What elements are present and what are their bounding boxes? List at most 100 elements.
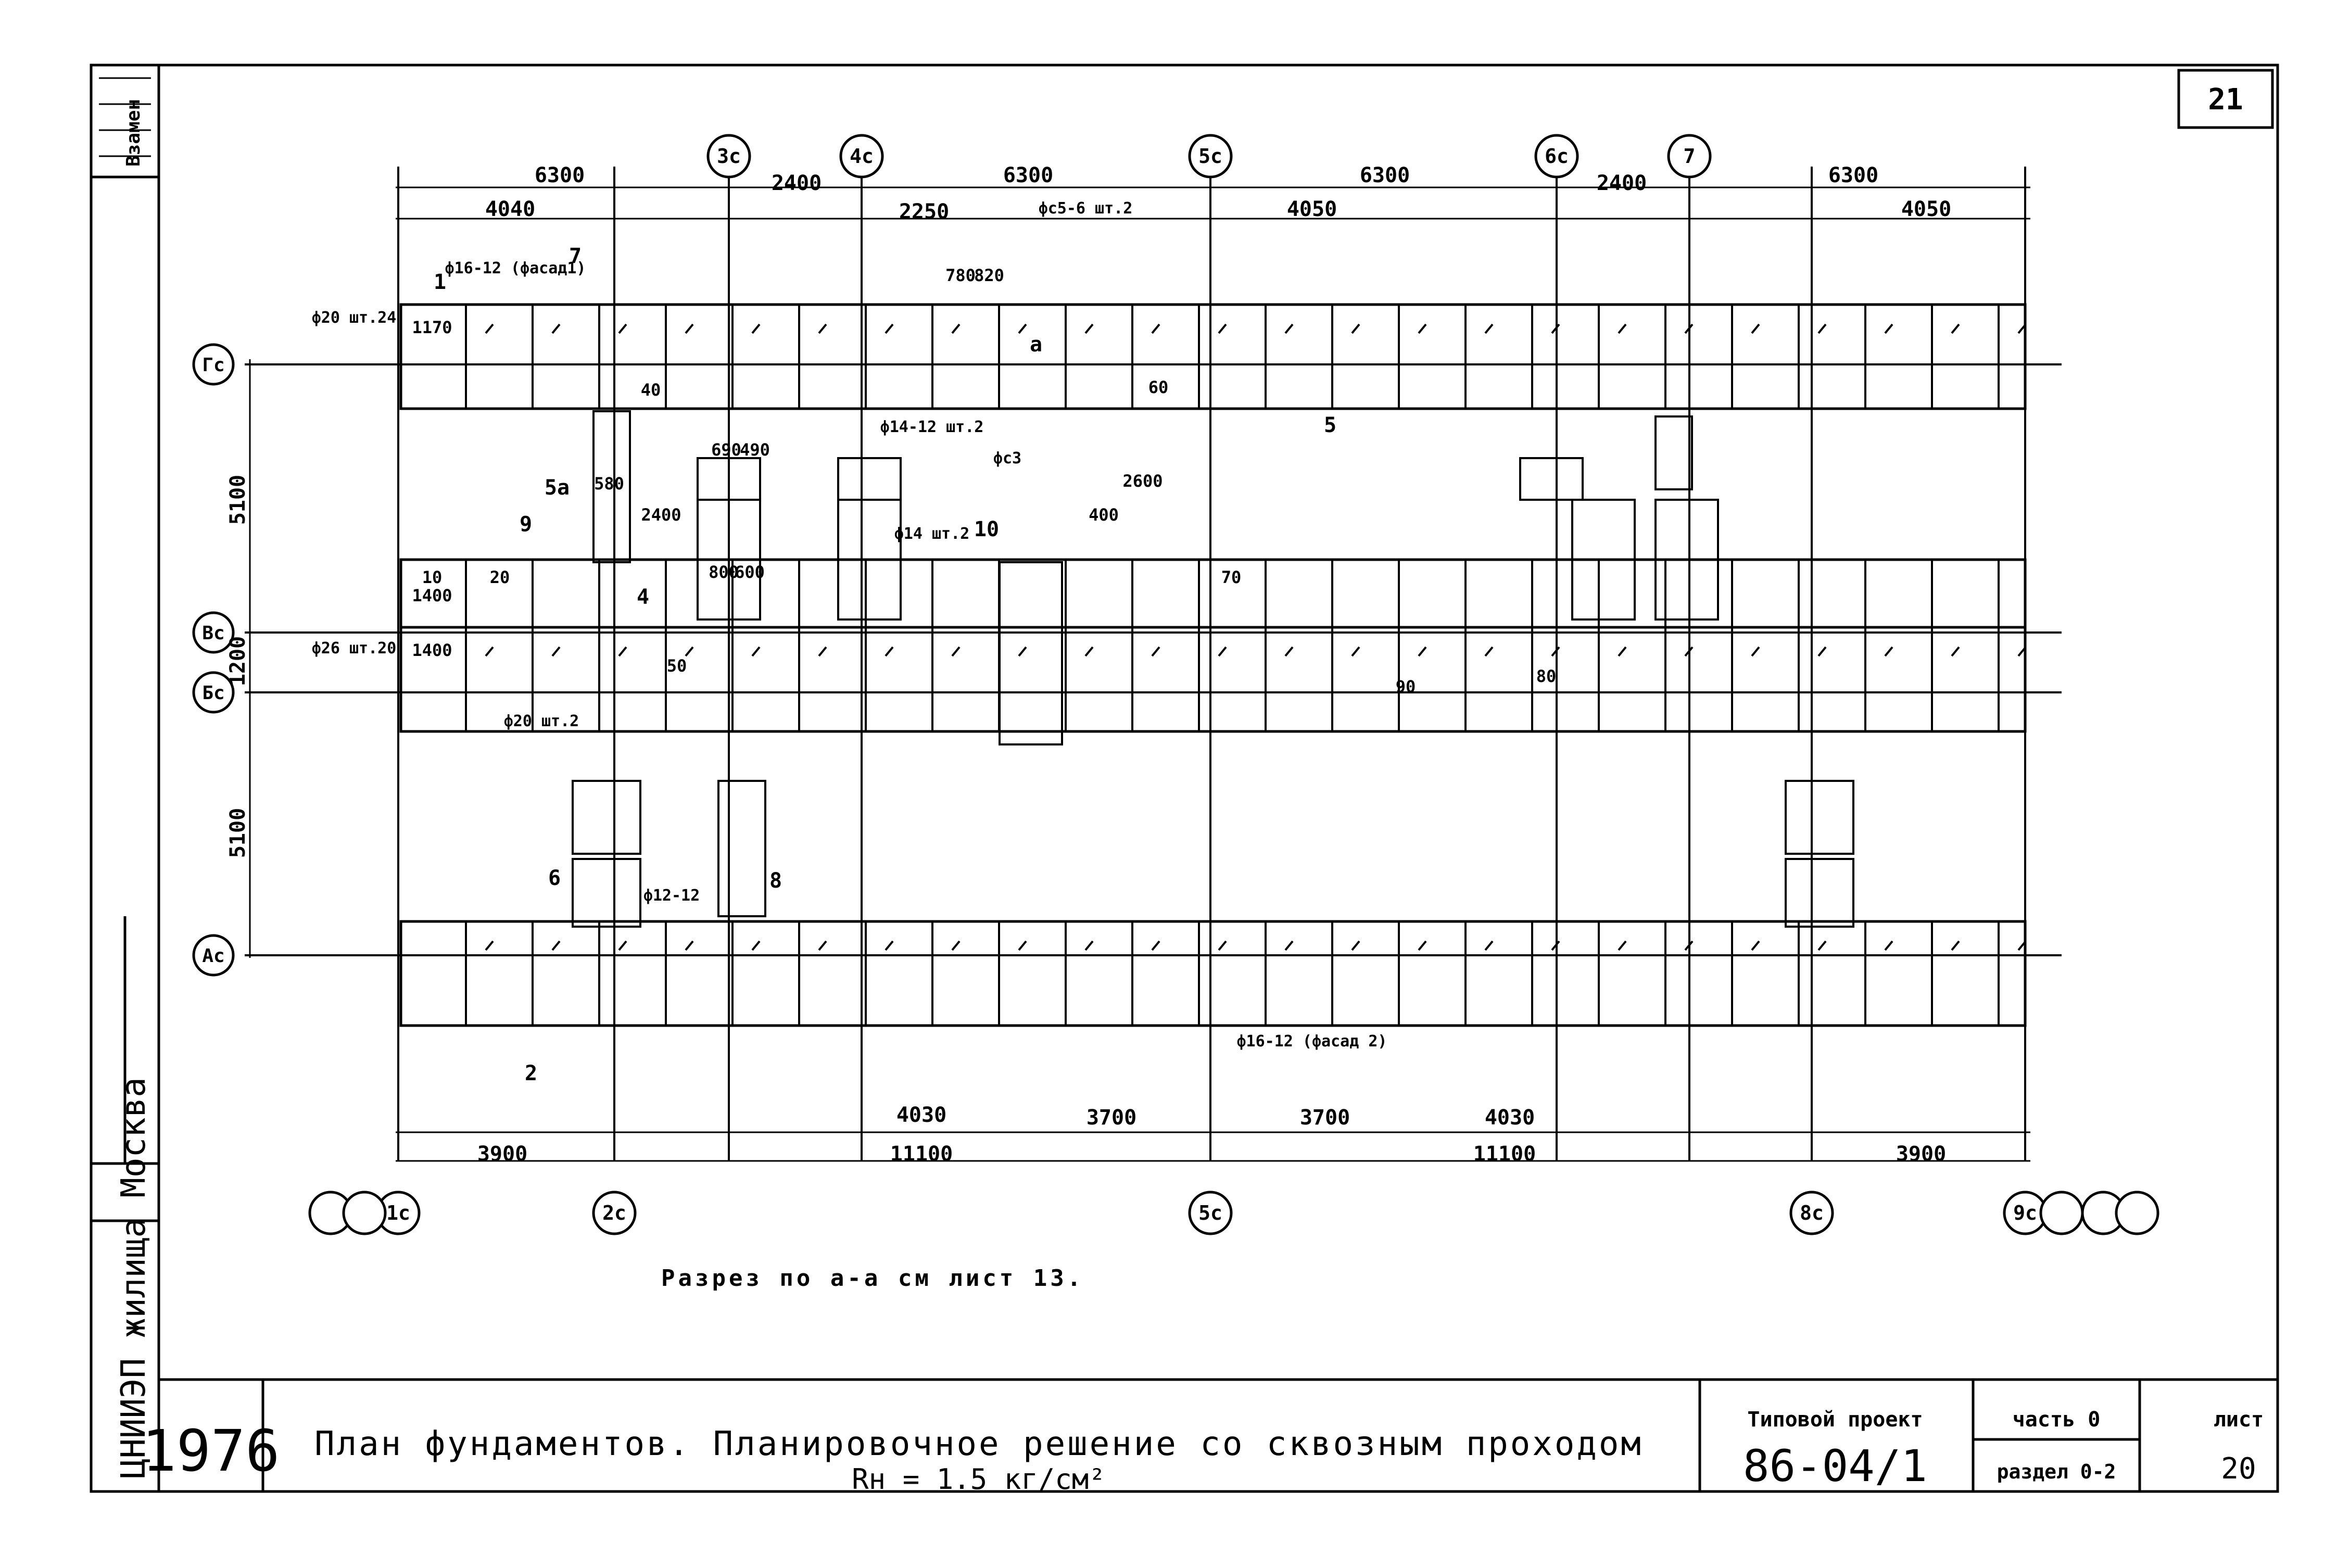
- rebar-label: ф14 шт.2: [894, 525, 970, 543]
- section-label: раздел 0-2: [1997, 1460, 2116, 1483]
- transverse-block: [999, 561, 1063, 745]
- block-tick: [1151, 940, 1160, 951]
- block-tick: [1884, 940, 1893, 951]
- block-tick: [1817, 323, 1827, 334]
- foundation-strip: [399, 303, 2027, 410]
- dimension-text: 3900: [1896, 1142, 1946, 1166]
- axis-label: 9c: [2013, 1202, 2037, 1224]
- axis-bubble: [592, 1191, 637, 1235]
- block-tick: [1484, 646, 1494, 657]
- block-tick: [1951, 323, 1960, 334]
- axis-label: Вс: [202, 623, 224, 644]
- block-tick: [485, 323, 494, 334]
- block-tick: [1551, 646, 1560, 657]
- block-tick: [2017, 940, 2027, 951]
- dimension-text: 3700: [1300, 1106, 1350, 1130]
- transverse-block: [837, 457, 902, 501]
- block-tick: [685, 940, 694, 951]
- sheet-number: 20: [2221, 1452, 2256, 1486]
- axis-label: 7: [1684, 145, 1696, 168]
- block-tick: [1618, 646, 1627, 657]
- section-mark: 9: [520, 512, 532, 536]
- vzamen-label: Взамен: [123, 99, 144, 167]
- dimension-text: 4040: [485, 197, 535, 221]
- dimension-text: 6300: [1003, 163, 1053, 187]
- dimension-text-small: 600: [735, 562, 765, 582]
- block-tick: [1418, 646, 1427, 657]
- block-tick: [1284, 323, 1294, 334]
- block-tick: [751, 323, 761, 334]
- dimension-text-small: 10: [422, 567, 443, 587]
- block-tick: [1751, 646, 1760, 657]
- block-tick: [618, 323, 627, 334]
- axis-bubble: [192, 671, 235, 714]
- axis-label: 6c: [1545, 145, 1569, 168]
- drawing-title: План фундаментов. Планировочное решение …: [314, 1425, 1643, 1463]
- dimension-text-vertical: 5100: [226, 475, 250, 525]
- axis-label: 3c: [717, 145, 741, 168]
- dimension-text: 11100: [1473, 1142, 1536, 1166]
- transverse-block: [592, 410, 631, 563]
- transverse-block: [697, 457, 761, 501]
- block-tick: [885, 323, 894, 334]
- dimension-text-small: 820: [974, 265, 1004, 285]
- dimension-text-small: 1170: [412, 318, 452, 337]
- block-tick: [1951, 940, 1960, 951]
- block-tick: [951, 646, 961, 657]
- block-tick: [551, 940, 561, 951]
- organization-stamp: ЦНИИЭП жилища Москва: [115, 1077, 153, 1478]
- axis-bubble-empty: [2039, 1191, 2084, 1235]
- axis-bubble: [192, 934, 235, 977]
- transverse-block: [1654, 499, 1719, 621]
- axis-label: 5c: [1198, 1202, 1222, 1224]
- block-tick: [1284, 940, 1294, 951]
- rebar-label: фс5-6 шт.2: [1039, 199, 1133, 218]
- axis-bubble-empty: [2115, 1191, 2159, 1235]
- block-tick: [751, 646, 761, 657]
- dimension-text: 6300: [535, 163, 585, 187]
- axis-label: Бс: [202, 682, 224, 704]
- axis-label: 2c: [602, 1202, 626, 1224]
- foundation-strip: [399, 626, 2027, 733]
- section-mark: 5а: [545, 476, 570, 500]
- rebar-label: ф14-12 шт.2: [880, 418, 984, 436]
- block-tick: [1817, 940, 1827, 951]
- block-tick: [818, 940, 827, 951]
- dimension-text-small: 780: [945, 265, 976, 285]
- block-tick: [618, 646, 627, 657]
- dimension-text-small: 70: [1221, 567, 1242, 587]
- dimension-text: 11100: [890, 1142, 953, 1166]
- block-tick: [485, 646, 494, 657]
- dimension-text: 4050: [1901, 197, 1951, 221]
- axis-label: 4c: [850, 145, 874, 168]
- dimension-text-small: 800: [709, 562, 739, 582]
- axis-label: Гс: [202, 355, 224, 376]
- block-tick: [1551, 323, 1560, 334]
- block-tick: [1351, 940, 1360, 951]
- block-tick: [1751, 940, 1760, 951]
- rebar-label: ф20 шт.2: [504, 712, 579, 730]
- section-mark: 7: [569, 244, 582, 268]
- section-note: Разрез по а-а см лист 13.: [661, 1265, 1084, 1292]
- axis-label: Ас: [202, 945, 224, 967]
- transverse-block: [717, 780, 766, 917]
- page-number: 21: [2208, 83, 2243, 117]
- block-tick: [2017, 323, 2027, 334]
- block-tick: [685, 646, 694, 657]
- page-number-box: [2177, 69, 2274, 129]
- section-mark: 2: [525, 1061, 537, 1085]
- section-mark: 5: [1324, 413, 1336, 437]
- block-tick: [1351, 646, 1360, 657]
- dimension-text-small: 20: [490, 567, 510, 587]
- section-mark: 6: [548, 866, 561, 890]
- dimension-text-small: 60: [1148, 377, 1169, 397]
- block-tick: [951, 940, 961, 951]
- dimension-text-vertical: 5100: [226, 808, 250, 858]
- dimension-text: 6300: [1828, 163, 1878, 187]
- axis-bubble: [706, 134, 751, 179]
- block-tick: [1484, 323, 1494, 334]
- dimension-text: 6300: [1360, 163, 1410, 187]
- block-tick: [1684, 323, 1694, 334]
- dimension-text-small: 1400: [412, 586, 452, 605]
- axis-bubble: [1188, 134, 1233, 179]
